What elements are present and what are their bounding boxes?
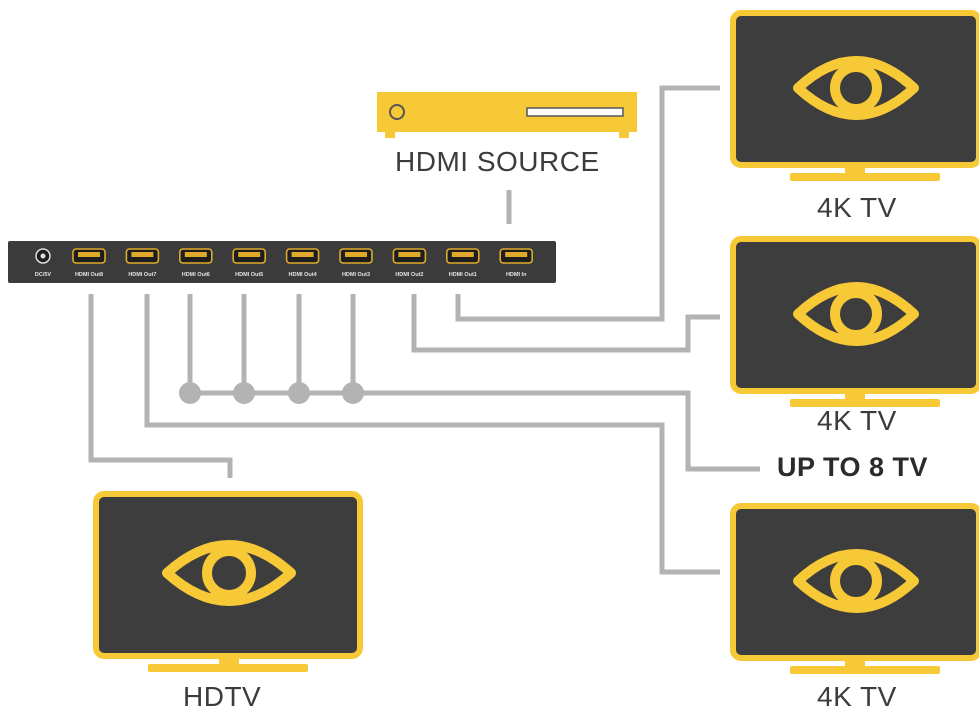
tv1-label: 4K TV (817, 192, 897, 223)
hdmi-port-label: HDMI Out8 (75, 272, 103, 278)
eye-icon (162, 540, 296, 606)
hdmi-port-icon (339, 248, 373, 264)
hdmi-port-icon (445, 248, 480, 264)
hdmi-port-label: HDMI In (506, 272, 527, 278)
hdmi-port-label: HDMI Out5 (235, 272, 263, 278)
hdmi-port-icon (499, 248, 534, 264)
dc-power-label: DC/5V (35, 272, 52, 278)
hdmi-port-icon (125, 248, 160, 264)
wire-out7-to-tv3 (144, 294, 720, 575)
junction-dot (233, 382, 255, 404)
hdtv-screen-icon (93, 491, 363, 672)
hdmi-port-label: HDMI Out4 (289, 272, 318, 278)
hdmi-port-label: HDMI Out1 (449, 272, 477, 278)
hdmi-port-label: HDMI Out3 (342, 272, 370, 278)
hdmi-source-label: HDMI SOURCE (395, 146, 600, 177)
hdmi-port-icon (179, 248, 213, 264)
up-to-8-tv-label: UP TO 8 TV (777, 452, 929, 482)
eye-icon (793, 282, 919, 346)
junction-dot (179, 382, 201, 404)
hdmi-splitter-box: DC/5V HDMI Out8 HDMI Out7 HDMI Out6 HDMI Ou… (8, 241, 556, 283)
eye-icon (793, 549, 919, 613)
hdmi-port-icon (232, 248, 266, 264)
junction-dot (288, 382, 310, 404)
hdmi-source-device-icon (377, 92, 637, 138)
hdmi-port-icon (392, 248, 427, 264)
tv3-label: 4K TV (817, 681, 897, 712)
hdmi-port-icon (72, 248, 106, 264)
wire-out2-to-tv2 (411, 294, 720, 353)
hdtv-label: HDTV (183, 681, 262, 712)
wire-out8-to-hdtv (88, 294, 233, 478)
dc-power-jack-icon (35, 248, 51, 264)
wire-extra-outputs-bus (186, 390, 760, 472)
eye-icon (793, 56, 919, 120)
hdmi-port-label: HDMI Out2 (395, 272, 423, 278)
junction-dot (342, 382, 364, 404)
tv3-screen-icon (730, 503, 979, 674)
hdmi-port-label: HDMI Out7 (128, 272, 156, 278)
hdmi-port-label: HDMI Out6 (182, 272, 210, 278)
tv2-screen-icon (730, 236, 979, 407)
wire-out1-to-tv1 (455, 85, 720, 322)
tv2-label: 4K TV (817, 405, 897, 436)
hdmi-port-icon (285, 248, 320, 264)
tv1-screen-icon (730, 10, 979, 181)
